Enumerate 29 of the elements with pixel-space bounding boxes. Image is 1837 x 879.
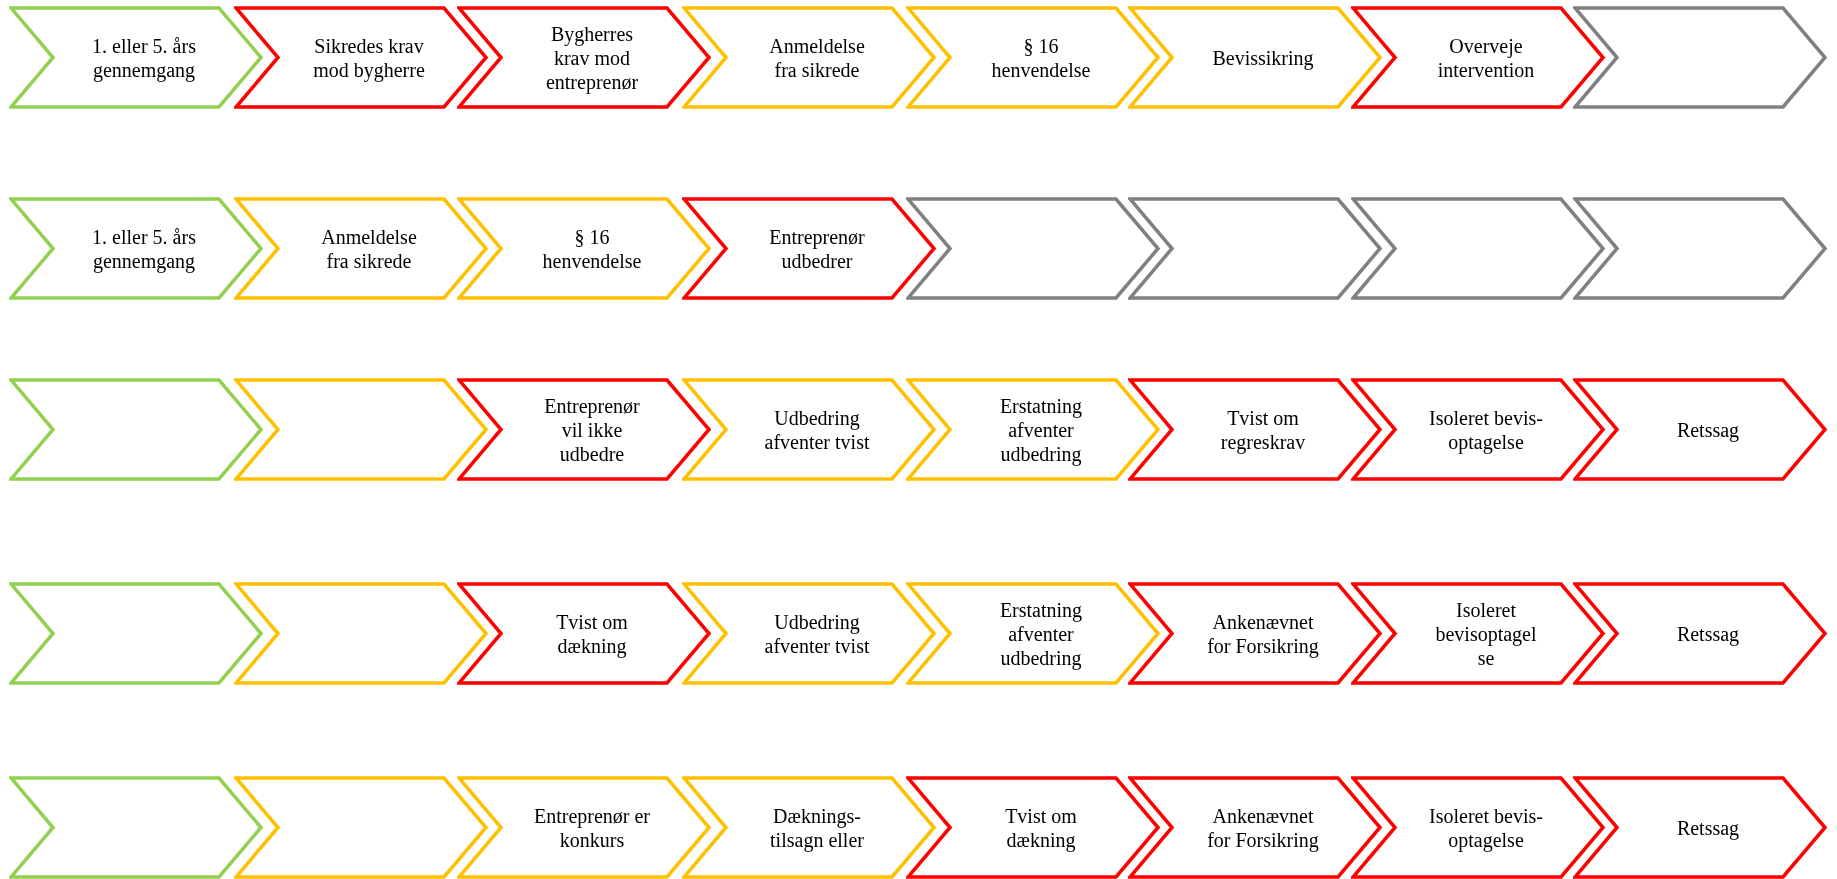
step-label: Retssag [1675, 815, 1741, 840]
step-label: Tvist om dækning [1004, 803, 1078, 852]
step-label: Ankenævnet for Forsikring [1206, 609, 1320, 658]
step-label: Anmeldelse fra sikrede [320, 224, 418, 273]
step-label: Sikredes krav mod bygherre [312, 33, 426, 82]
step-label: Isoleret bevis- optagelse [1428, 405, 1544, 454]
step-label: Entreprenør er konkurs [532, 803, 651, 852]
step-label: Erstatning afventer udbedring [998, 393, 1084, 466]
step-label: Ankenævnet for Forsikring [1206, 803, 1320, 852]
step-label: Anmeldelse fra sikrede [768, 33, 866, 82]
step-label: Retssag [1675, 621, 1741, 646]
step-label: Tvist om dækning [555, 609, 629, 658]
step-label: 1. eller 5. års gennemgang [91, 224, 197, 273]
step-label: Entreprenør vil ikke udbedre [543, 393, 641, 466]
step-label: Dæknings- tilsagn eller [769, 803, 865, 852]
step-label: Tvist om regreskrav [1219, 405, 1307, 454]
step-label: Erstatning afventer udbedring [998, 597, 1084, 670]
step-label: 1. eller 5. års gennemgang [91, 33, 197, 82]
step-label: Overveje intervention [1436, 33, 1536, 82]
step-label: Isoleret bevisoptagel se [1434, 597, 1538, 670]
step-label: § 16 henvendelse [990, 33, 1092, 82]
step-label: § 16 henvendelse [541, 224, 643, 273]
step-label: Udbedring afventer tvist [763, 609, 871, 658]
step-label: Bevissikring [1211, 45, 1315, 70]
step-label: Bygherres krav mod entreprenør [544, 21, 640, 94]
step-label: Isoleret bevis- optagelse [1428, 803, 1544, 852]
step-label: Udbedring afventer tvist [763, 405, 871, 454]
step-label: Retssag [1675, 417, 1741, 442]
step-label: Entreprenør udbedrer [768, 224, 866, 273]
